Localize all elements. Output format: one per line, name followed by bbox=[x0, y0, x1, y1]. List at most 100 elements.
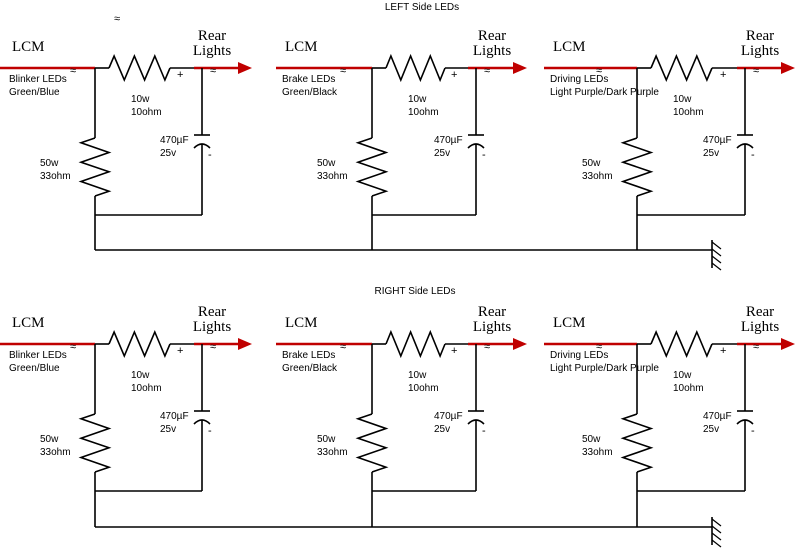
wire-break-mark: ≈ bbox=[484, 65, 490, 77]
shunt-resistor-watt-label: 50w bbox=[40, 158, 59, 169]
signal-name-label: Blinker LEDs bbox=[9, 74, 67, 85]
capacitor-value-label: 470µF bbox=[160, 135, 189, 146]
rear-label: Rear bbox=[478, 28, 506, 44]
lights-label: Lights bbox=[193, 43, 231, 59]
lights-label: Lights bbox=[473, 319, 511, 335]
signal-name-label: Driving LEDs bbox=[550, 350, 608, 361]
ground-hatch bbox=[711, 518, 722, 527]
right-section-title: RIGHT Side LEDs bbox=[375, 286, 456, 297]
wire-break-mark: ≈ bbox=[340, 65, 346, 77]
wire-break-mark: ≈ bbox=[753, 65, 759, 77]
ground-hatch bbox=[711, 255, 722, 264]
capacitor-voltage-label: 25v bbox=[703, 148, 719, 159]
series-resistor-watt-label: 10w bbox=[673, 94, 692, 105]
lights-label: Lights bbox=[741, 43, 779, 59]
series-resistor bbox=[385, 329, 446, 359]
lcm-label: LCM bbox=[285, 315, 318, 331]
plus-sign: + bbox=[720, 345, 726, 357]
signal-name-label: Brake LEDs bbox=[282, 350, 335, 361]
minus-sign: - bbox=[208, 149, 212, 161]
shunt-resistor-ohm-label: 33ohm bbox=[582, 171, 613, 182]
lcm-label: LCM bbox=[285, 39, 318, 55]
rear-label: Rear bbox=[746, 304, 774, 320]
wire-break-mark: ≈ bbox=[70, 341, 76, 353]
series-resistor-watt-label: 10w bbox=[131, 94, 150, 105]
shunt-resistor-watt-label: 50w bbox=[582, 434, 601, 445]
plus-sign: + bbox=[177, 345, 183, 357]
ground-hatch bbox=[711, 532, 722, 541]
series-resistor-watt-label: 10w bbox=[408, 370, 427, 381]
signal-wire-color-label: Green/Blue bbox=[9, 87, 60, 98]
signal-wire-color-label: Green/Black bbox=[282, 363, 338, 374]
series-resistor bbox=[650, 53, 713, 83]
series-resistor bbox=[385, 53, 446, 83]
signal-wire-color-label: Green/Blue bbox=[9, 363, 60, 374]
lights-label: Lights bbox=[741, 319, 779, 335]
signal-wire-color-label: Green/Black bbox=[282, 87, 338, 98]
minus-sign: - bbox=[482, 149, 486, 161]
ground-hatch bbox=[711, 525, 722, 534]
wire-break-mark: ≈ bbox=[596, 341, 602, 353]
signal-name-label: Brake LEDs bbox=[282, 74, 335, 85]
lcm-label: LCM bbox=[12, 39, 45, 55]
rear-label: Rear bbox=[746, 28, 774, 44]
capacitor-voltage-label: 25v bbox=[160, 148, 176, 159]
wire-break-mark: ≈ bbox=[210, 341, 216, 353]
plus-sign: + bbox=[720, 69, 726, 81]
series-resistor bbox=[650, 329, 713, 359]
series-resistor-ohm-label: 10ohm bbox=[408, 107, 439, 118]
series-resistor bbox=[108, 53, 171, 83]
rear-label: Rear bbox=[478, 304, 506, 320]
output-arrow-head bbox=[238, 62, 252, 74]
wire-break-mark: ≈ bbox=[70, 65, 76, 77]
shunt-resistor bbox=[78, 413, 112, 473]
output-arrow-head bbox=[513, 338, 527, 350]
shunt-resistor-watt-label: 50w bbox=[582, 158, 601, 169]
lcm-label: LCM bbox=[553, 39, 586, 55]
wire-break-mark: ≈ bbox=[340, 341, 346, 353]
lights-label: Lights bbox=[193, 319, 231, 335]
shunt-resistor-watt-label: 50w bbox=[317, 158, 336, 169]
ground-hatch bbox=[711, 241, 722, 250]
shunt-resistor-ohm-label: 33ohm bbox=[317, 171, 348, 182]
ground-hatch bbox=[711, 539, 722, 548]
shunt-resistor-ohm-label: 33ohm bbox=[582, 447, 613, 458]
shunt-resistor-ohm-label: 33ohm bbox=[40, 171, 71, 182]
lights-label: Lights bbox=[473, 43, 511, 59]
minus-sign: - bbox=[751, 149, 755, 161]
shunt-resistor bbox=[620, 137, 654, 197]
signal-name-label: Driving LEDs bbox=[550, 74, 608, 85]
plus-sign: + bbox=[451, 345, 457, 357]
capacitor-voltage-label: 25v bbox=[703, 424, 719, 435]
wire-break-mark: ≈ bbox=[210, 65, 216, 77]
ground-hatch bbox=[711, 248, 722, 257]
minus-sign: - bbox=[208, 425, 212, 437]
wire-break-mark: ≈ bbox=[753, 341, 759, 353]
series-resistor-ohm-label: 10ohm bbox=[673, 383, 704, 394]
ground-hatch bbox=[711, 262, 722, 271]
output-arrow-head bbox=[781, 62, 795, 74]
shunt-resistor-ohm-label: 33ohm bbox=[317, 447, 348, 458]
output-arrow-head bbox=[781, 338, 795, 350]
signal-name-label: Blinker LEDs bbox=[9, 350, 67, 361]
series-resistor-watt-label: 10w bbox=[408, 94, 427, 105]
series-resistor-ohm-label: 10ohm bbox=[408, 383, 439, 394]
signal-wire-color-label: Light Purple/Dark Purple bbox=[550, 363, 659, 374]
series-resistor-ohm-label: 10ohm bbox=[131, 383, 162, 394]
series-resistor-ohm-label: 10ohm bbox=[131, 107, 162, 118]
shunt-resistor bbox=[620, 413, 654, 473]
capacitor-value-label: 470µF bbox=[434, 411, 463, 422]
shunt-resistor bbox=[78, 137, 112, 197]
shunt-resistor-watt-label: 50w bbox=[317, 434, 336, 445]
plus-sign: + bbox=[451, 69, 457, 81]
series-resistor-watt-label: 10w bbox=[131, 370, 150, 381]
wire-break-mark: ≈ bbox=[596, 65, 602, 77]
left-section-title: LEFT Side LEDs bbox=[385, 2, 459, 13]
